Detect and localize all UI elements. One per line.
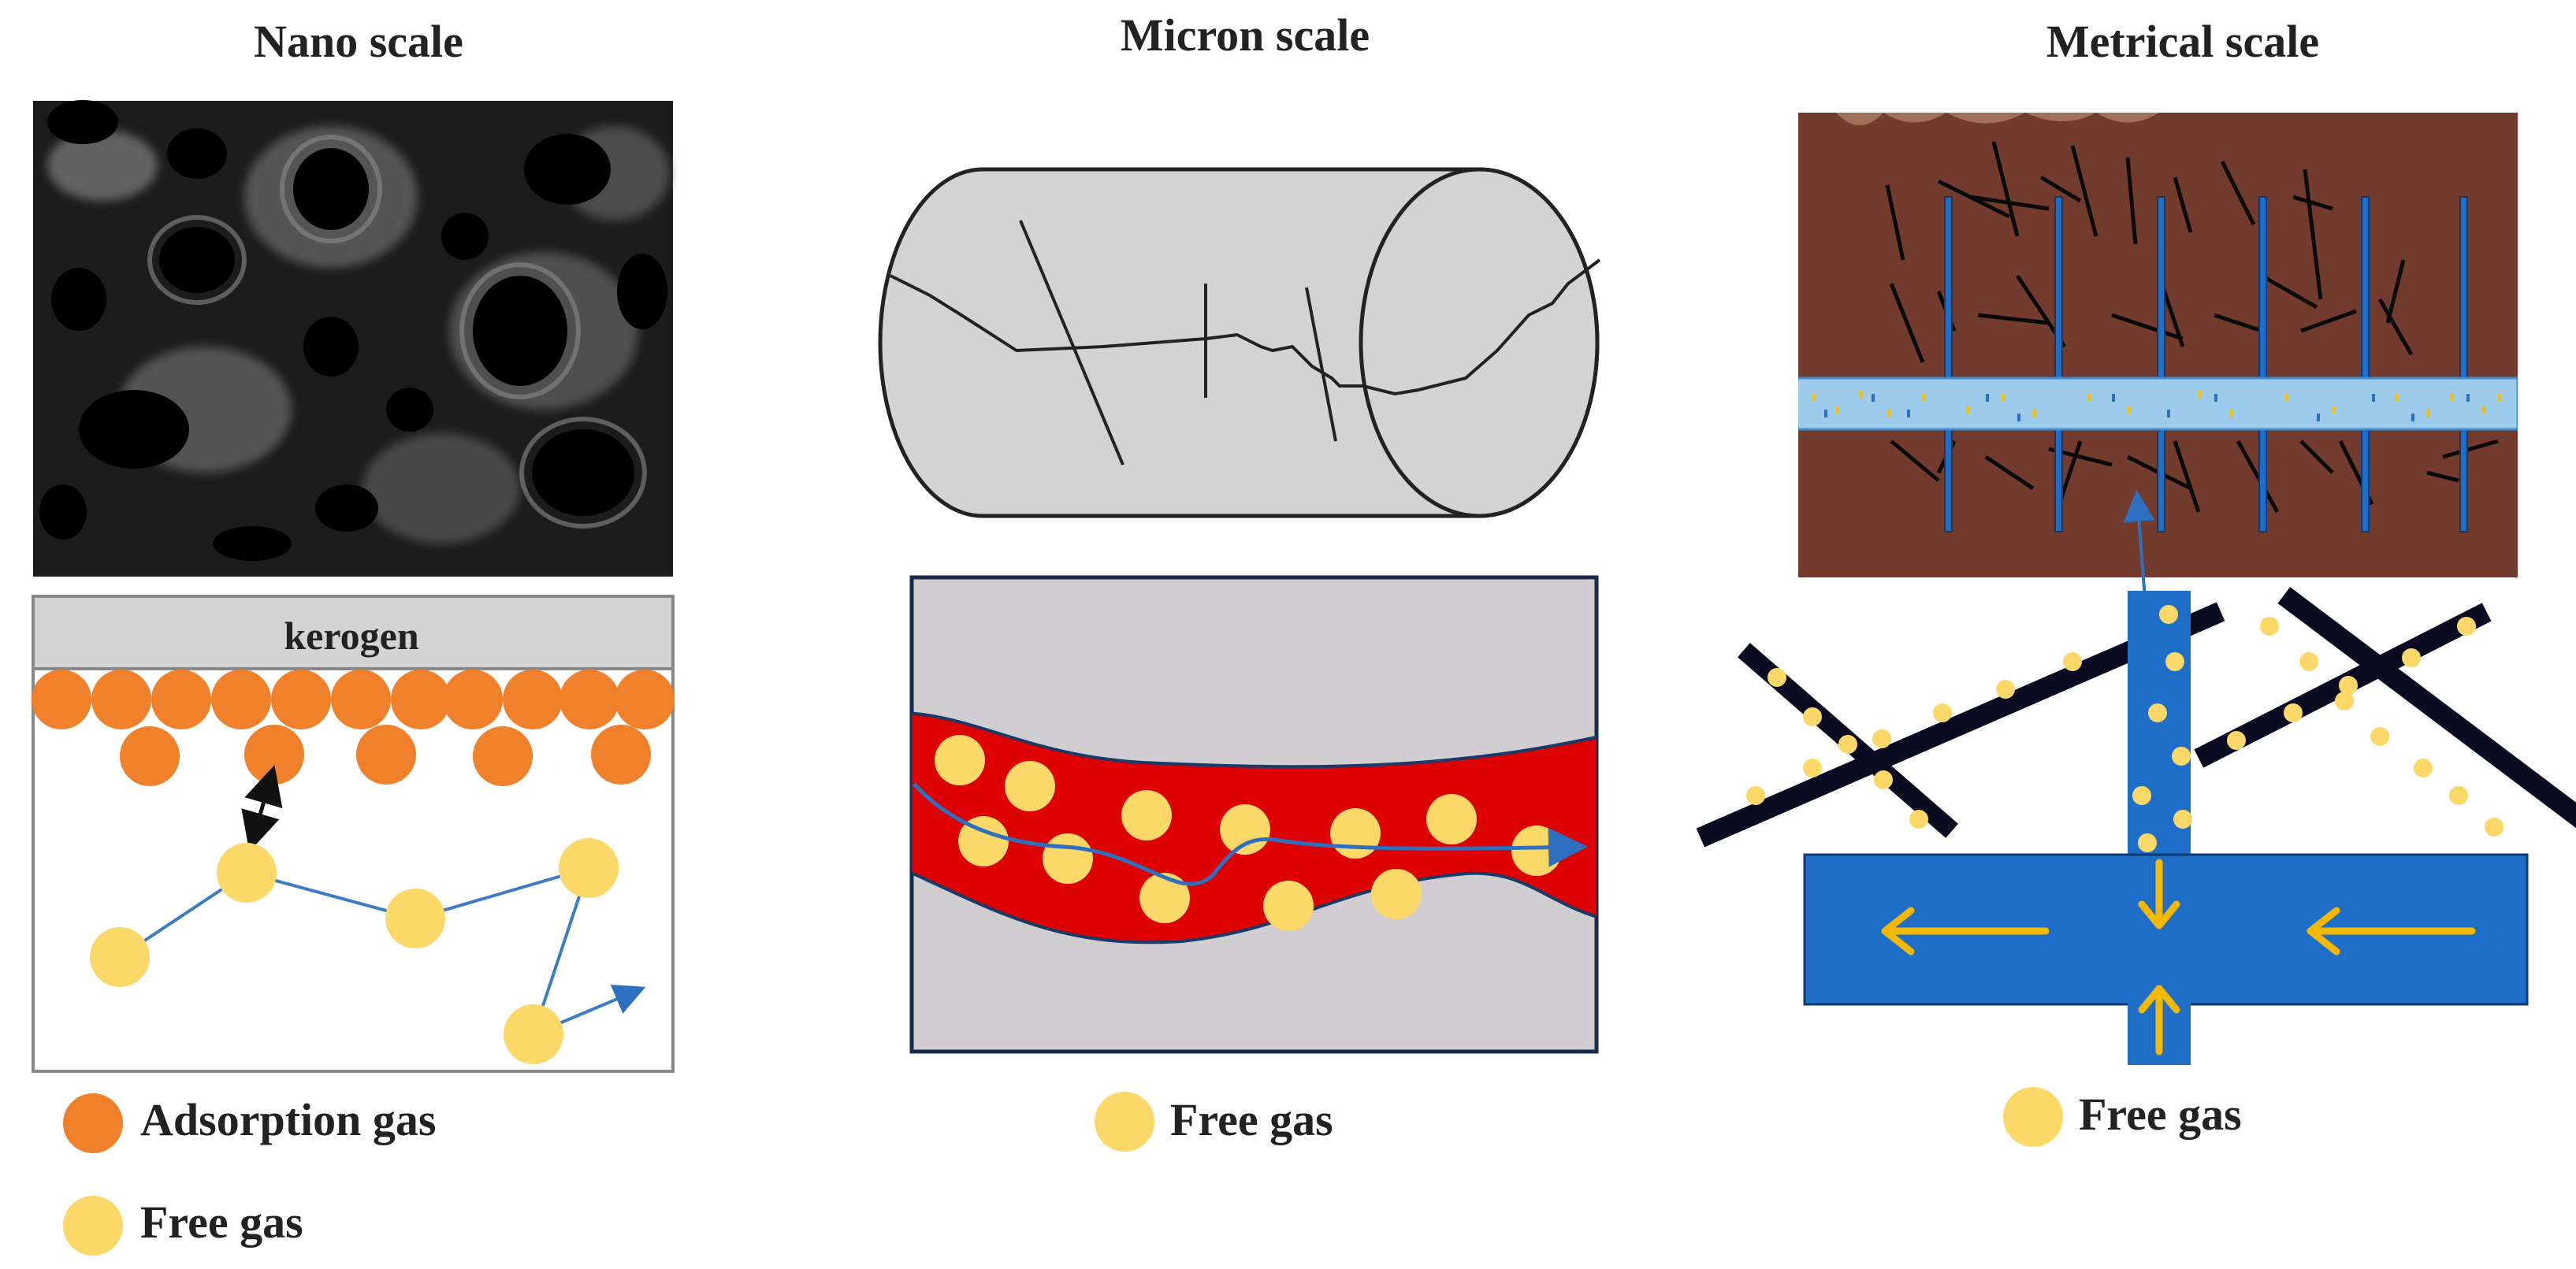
free-gas-molecules bbox=[90, 838, 619, 1064]
legend: Adsorption gas Free gas bbox=[63, 1093, 436, 1256]
zoom-link-arrow bbox=[2123, 490, 2155, 599]
metrical-free-gas-legend-marker bbox=[2003, 1087, 2063, 1147]
free-gas-legend-label: Free gas bbox=[140, 1197, 303, 1248]
horizontal-wellbore bbox=[1798, 377, 2518, 431]
free-gas-legend-marker bbox=[63, 1196, 123, 1256]
adsorption-gas-legend-marker bbox=[63, 1093, 123, 1153]
nano-scale-title: Nano scale bbox=[254, 16, 463, 67]
adsorbed-molecules bbox=[32, 670, 675, 786]
micron-free-gas-legend-marker bbox=[1095, 1092, 1154, 1152]
core-cylinder bbox=[878, 167, 1601, 518]
sem-micrograph bbox=[33, 100, 673, 577]
wellbore-section bbox=[1803, 853, 2529, 1006]
fracture-network-closeup bbox=[1696, 587, 2576, 1065]
kerogen-layer bbox=[32, 595, 675, 670]
metrical-scale-title: Metrical scale bbox=[2046, 16, 2319, 67]
flow-arrows bbox=[1881, 859, 2476, 1056]
hydraulic-fractures bbox=[1944, 196, 2468, 532]
micron-free-gas-legend-label: Free gas bbox=[1170, 1094, 1333, 1145]
flow-path-arrow bbox=[913, 782, 1588, 886]
metrical-free-gas-legend-label: Free gas bbox=[2079, 1089, 2242, 1140]
formation-block bbox=[1798, 113, 2518, 577]
micron-scale-title: Micron scale bbox=[1121, 9, 1370, 61]
adsorption-gas-legend-label: Adsorption gas bbox=[140, 1094, 436, 1145]
adsorption-schematic: kerogen bbox=[32, 595, 675, 1073]
kerogen-label: kerogen bbox=[284, 614, 418, 658]
flow-channel-panel bbox=[909, 575, 1599, 1054]
fracture-gas-molecules bbox=[1746, 605, 2504, 852]
channel-gas-molecules bbox=[935, 735, 1562, 931]
exchange-arrow bbox=[241, 765, 283, 852]
